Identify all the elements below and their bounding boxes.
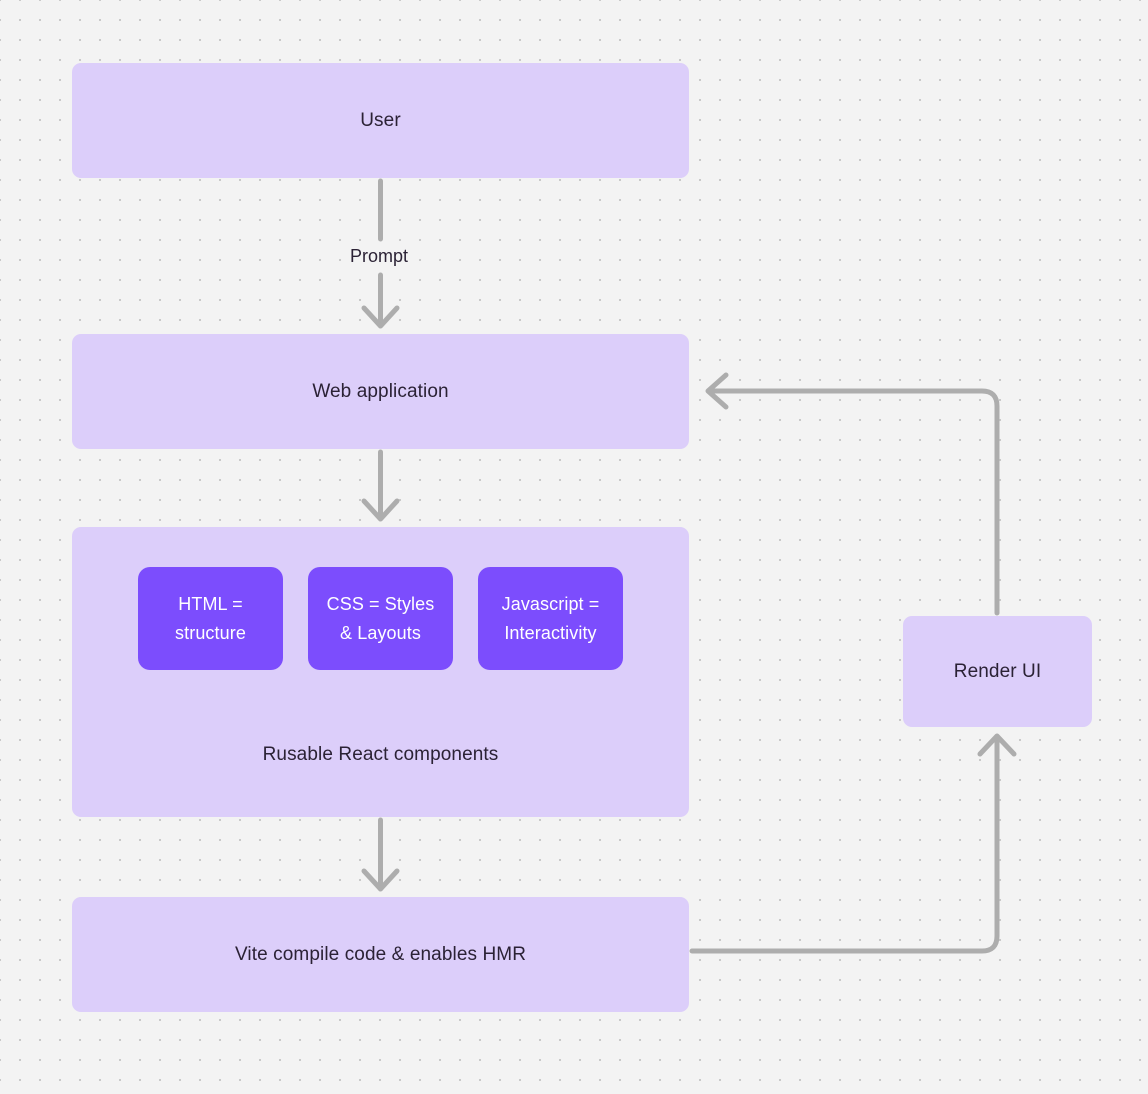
inner-box-html-label: HTML = structure: [175, 593, 246, 643]
node-user-label: User: [360, 109, 401, 131]
inner-box-html[interactable]: HTML = structure: [138, 567, 283, 670]
edge-label-prompt: Prompt: [343, 245, 416, 268]
edge-render-to-webapp-arrowhead: [705, 372, 729, 410]
inner-box-javascript[interactable]: Javascript = Interactivity: [478, 567, 623, 670]
edge-vite-to-render-arrowhead: [977, 733, 1017, 757]
node-web-application-label: Web application: [312, 380, 449, 402]
edge-react-to-vite-arrowhead: [361, 868, 400, 892]
node-render-ui[interactable]: Render UI: [903, 616, 1092, 727]
node-vite[interactable]: Vite compile code & enables HMR: [72, 897, 689, 1012]
node-react-components-group[interactable]: HTML = structure CSS = Styles & Layouts …: [72, 527, 689, 817]
edge-vite-to-render: [689, 735, 1000, 954]
node-vite-label: Vite compile code & enables HMR: [234, 943, 527, 965]
inner-box-css[interactable]: CSS = Styles & Layouts: [308, 567, 453, 670]
inner-box-css-label: CSS = Styles & Layouts: [326, 593, 435, 643]
node-web-application[interactable]: Web application: [72, 334, 689, 449]
edge-render-to-webapp: [707, 388, 1000, 616]
edge-user-to-webapp-arrowhead: [361, 305, 400, 329]
react-inner-box-row: HTML = structure CSS = Styles & Layouts …: [72, 567, 689, 670]
inner-box-javascript-label: Javascript = Interactivity: [501, 593, 600, 643]
react-components-caption: Rusable React components: [262, 744, 499, 765]
node-user[interactable]: User: [72, 63, 689, 178]
node-render-ui-label: Render UI: [953, 660, 1042, 682]
edge-webapp-to-react-arrowhead: [361, 498, 400, 522]
